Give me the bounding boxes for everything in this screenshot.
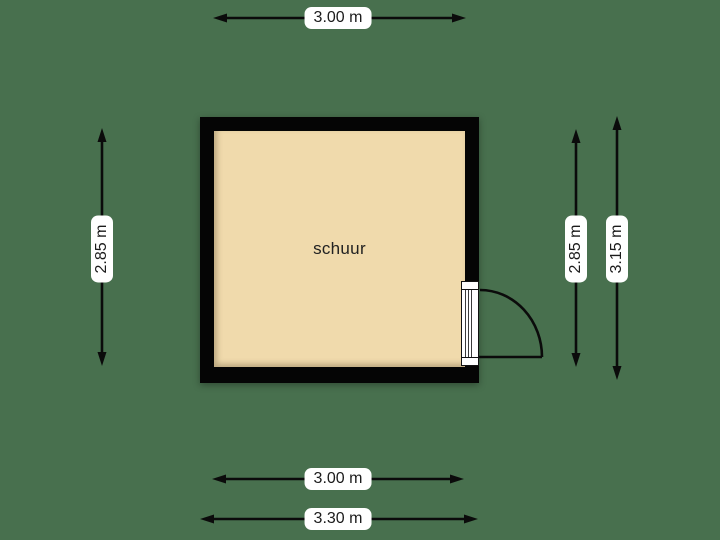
room-label: schuur xyxy=(313,239,366,258)
dimension-label-bottom-inner: 3.00 m xyxy=(304,468,372,490)
room-floor: schuur xyxy=(214,131,465,367)
dimension-label-right-outer: 3.15 m xyxy=(606,215,628,283)
door-leaf xyxy=(465,290,474,357)
dimension-label-left: 2.85 m xyxy=(91,215,113,283)
door xyxy=(461,281,479,366)
door-frame-bottom-cap xyxy=(462,357,478,365)
dimension-label-bottom-outer: 3.30 m xyxy=(304,508,372,530)
building-walls: schuur xyxy=(200,117,479,383)
door-swing-arc xyxy=(477,288,544,359)
dimension-label-right-inner: 2.85 m xyxy=(565,215,587,283)
door-frame-top-cap xyxy=(462,282,478,290)
dimension-label-top: 3.00 m xyxy=(304,7,372,29)
